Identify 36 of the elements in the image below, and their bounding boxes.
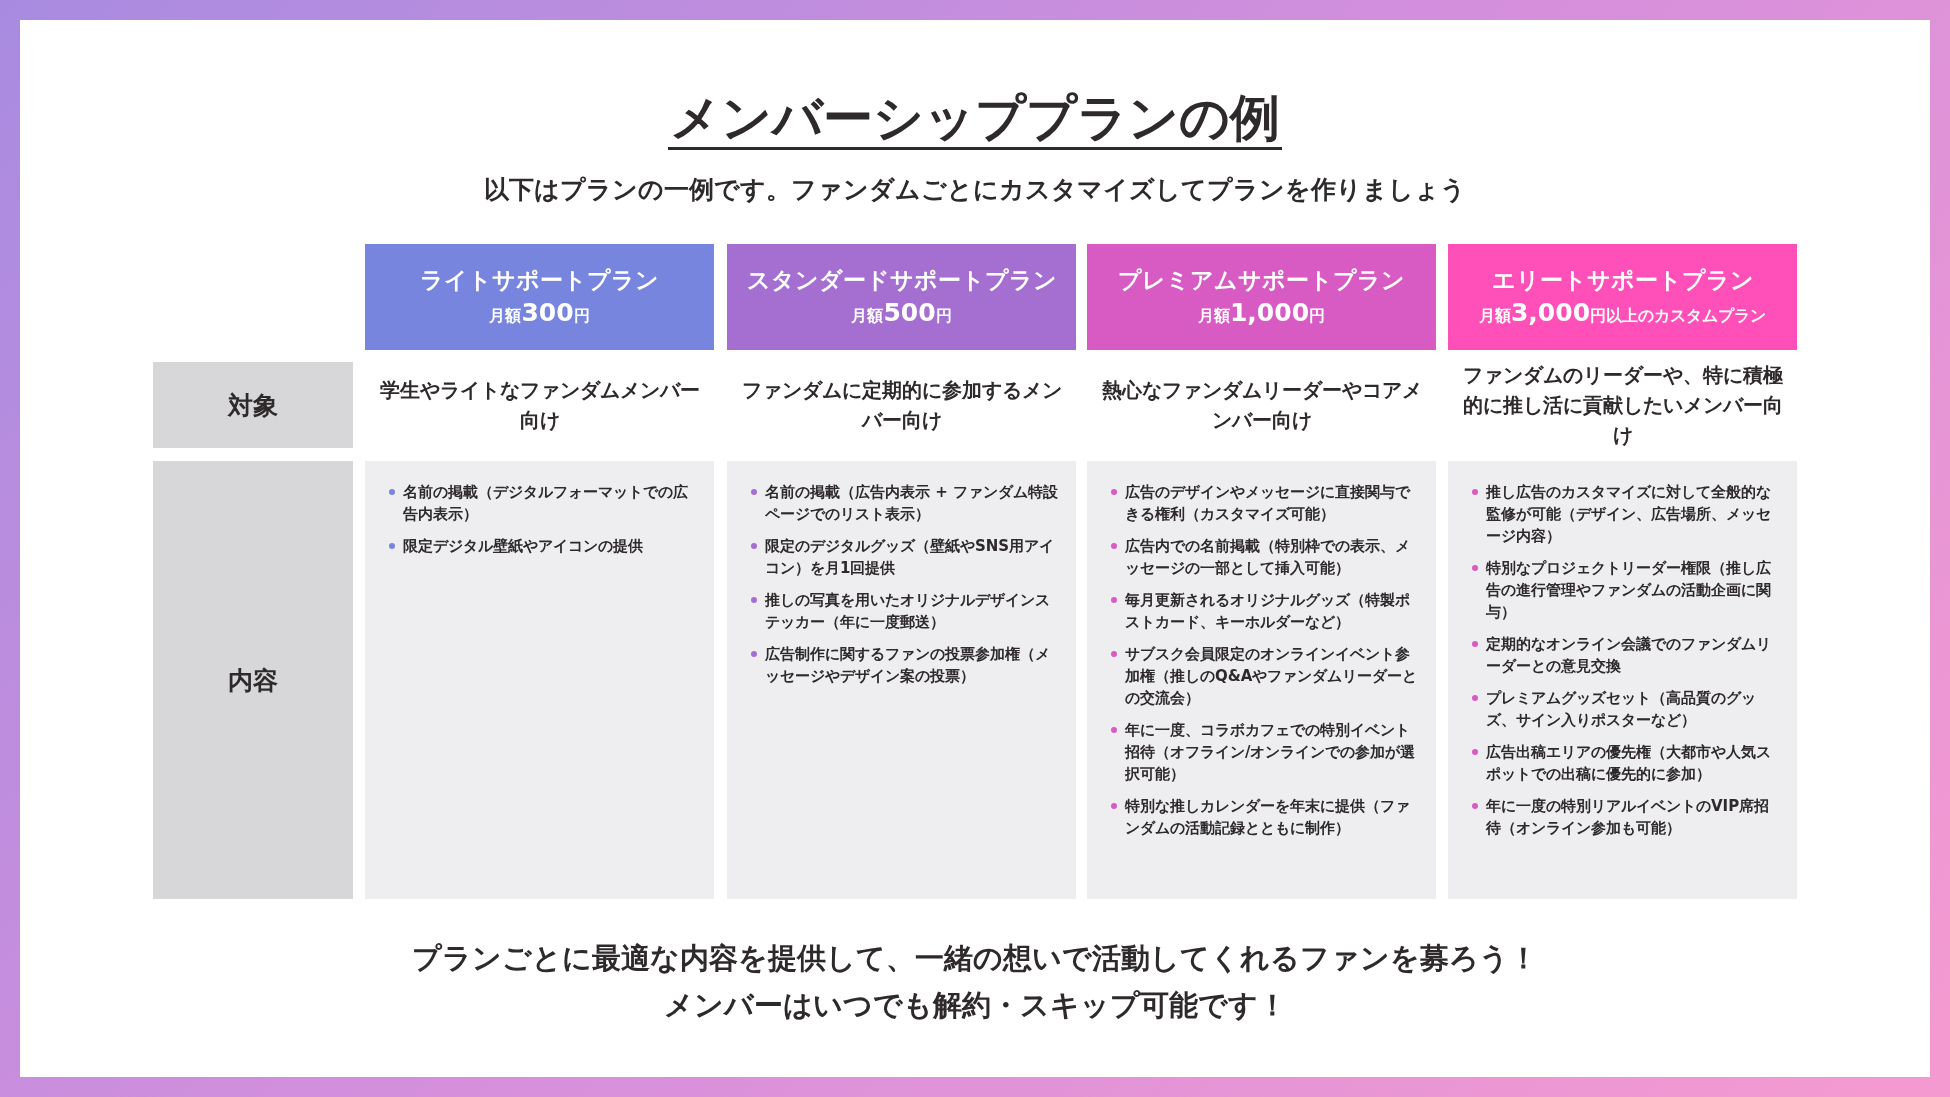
bullet-item: 推し広告のカスタマイズに対して全般的な監修が可能（デザイン、広告場所、メッセージ内容） (1472, 481, 1783, 547)
footer-text: プランごとに最適な内容を提供して、一緒の想いで活動してくれるファンを募ろう！ (412, 941, 1538, 975)
bullet-item: サブスク会員限定のオンラインイベント参加権（推しのQ&Aやファンダムリーダーとの交流会） (1111, 643, 1422, 709)
row-header: 内容 (153, 461, 353, 899)
bullet-item: 年に一度、コラボカフェでの特別イベント招待（オフライン/オンラインでの参加が選択可能） (1111, 719, 1422, 785)
bullet-item: 限定デジタル壁紙やアイコンの提供 (389, 535, 700, 557)
plan-header: プレミアムサポートプラン 月額1,000円 (1087, 244, 1436, 350)
bullet-item: 名前の掲載（デジタルフォーマットでの広告内表示） (389, 481, 700, 525)
content-panel (727, 461, 1076, 899)
content-panel (365, 461, 714, 899)
bullet-item: 広告制作に関するファンの投票参加権（メッセージやデザイン案の投票） (751, 643, 1062, 687)
target-text: ファンダムのリーダーや、特に積極的に推し活に貢献したいメンバー向け (1461, 362, 1784, 449)
target-text: 学生やライトなファンダムメンバー向け (378, 377, 701, 434)
plan-header: スタンダードサポートプラン 月額500円 (727, 244, 1076, 350)
footer-text: メンバーはいつでも解約・スキップ可能です！ (663, 988, 1287, 1022)
content-panel (1448, 461, 1797, 899)
bullet-item: 限定のデジタルグッズ（壁紙やSNS用アイコン）を月1回提供 (751, 535, 1062, 579)
bullet-item: 定期的なオンライン会議でのファンダムリーダーとの意見交換 (1472, 633, 1783, 677)
subtitle: 以下はプランの一例です。ファンダムごとにカスタマイズしてプランを作りましょう (484, 175, 1466, 204)
row-header: 対象 (153, 362, 353, 448)
title: メンバーシッププランの例 (668, 89, 1282, 150)
bullet-item: 毎月更新されるオリジナルグッズ（特製ポストカード、キーホルダーなど） (1111, 589, 1422, 633)
content-panel (1087, 461, 1436, 899)
bullet-item: 広告のデザインやメッセージに直接関与できる権利（カスタマイズ可能） (1111, 481, 1422, 525)
plan-header: ライトサポートプラン 月額300円 (365, 244, 714, 350)
target-text: ファンダムに定期的に参加するメンバー向け (740, 377, 1063, 434)
bullet-item: 広告出稿エリアの優先権（大都市や人気スポットでの出稿に優先的に参加） (1472, 741, 1783, 785)
bullet-item: 推しの写真を用いたオリジナルデザインステッカー（年に一度郵送） (751, 589, 1062, 633)
bullet-item: プレミアムグッズセット（高品質のグッズ、サイン入りポスターなど） (1472, 687, 1783, 731)
bullet-item: 年に一度の特別リアルイベントのVIP席招待（オンライン参加も可能） (1472, 795, 1783, 839)
bullet-item: 特別な推しカレンダーを年末に提供（ファンダムの活動記録とともに制作） (1111, 795, 1422, 839)
plan-header: エリートサポートプラン 月額3,000円以上のカスタムプラン (1448, 244, 1797, 350)
bullet-item: 広告内での名前掲載（特別枠での表示、メッセージの一部として挿入可能） (1111, 535, 1422, 579)
target-text: 熱心なファンダムリーダーやコアメンバー向け (1100, 377, 1423, 434)
bullet-item: 名前の掲載（広告内表示 + ファンダム特設ページでのリスト表示） (751, 481, 1062, 525)
bullet-item: 特別なプロジェクトリーダー権限（推し広告の進行管理やファンダムの活動企画に関与） (1472, 557, 1783, 623)
